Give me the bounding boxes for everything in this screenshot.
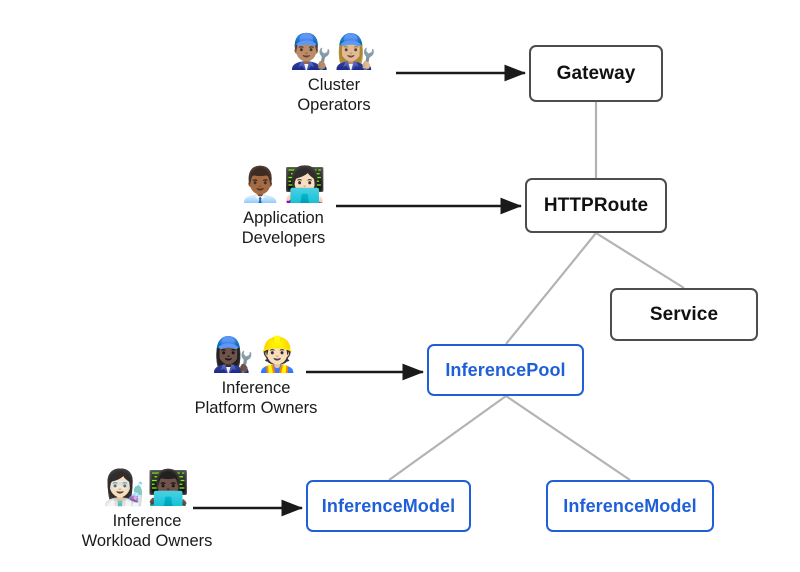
link-inferencepool-to-inferencemodel-right <box>505 395 631 481</box>
persona-inference-workload-owners-line1: Inference <box>112 512 182 530</box>
persona-inference-workload-owners: 👩🏻‍🔬👨🏿‍💻 Inference Workload Owners <box>62 468 232 551</box>
persona-cluster-operators-line2: Operators <box>297 96 371 114</box>
persona-inference-workload-owners-line2: Workload Owners <box>81 532 213 550</box>
persona-cluster-operators: 👨🏽‍🔧👩🏼‍🔧 Cluster Operators <box>282 32 386 115</box>
link-httproute-to-inferencepool <box>505 232 597 345</box>
persona-application-developers-label: Application Developers <box>242 208 325 248</box>
persona-application-developers-line1: Application <box>243 209 324 227</box>
persona-application-developers-line2: Developers <box>241 229 326 247</box>
node-inferencemodel-right-label: InferenceModel <box>563 495 697 516</box>
node-gateway-label: Gateway <box>556 62 636 84</box>
node-httproute-label: HTTPRoute <box>543 194 649 216</box>
node-inferencepool[interactable]: InferencePool <box>427 344 584 396</box>
woman-construction-worker-and-man-construction-worker-icon: 👩🏿‍🔧👷🏻 <box>211 335 301 375</box>
persona-inference-platform-owners: 👩🏿‍🔧👷🏻 Inference Platform Owners <box>176 335 336 418</box>
node-httproute[interactable]: HTTPRoute <box>525 178 667 233</box>
node-inferencemodel-left-label: InferenceModel <box>321 495 456 516</box>
node-service[interactable]: Service <box>610 288 758 341</box>
persona-inference-platform-owners-line2: Platform Owners <box>194 399 318 417</box>
node-service-label: Service <box>649 303 719 325</box>
man-office-worker-and-woman-technologist-icon: 👨🏾‍💼👩🏻‍💻 <box>239 165 328 205</box>
node-inferencemodel-right[interactable]: InferenceModel <box>546 480 714 532</box>
persona-cluster-operators-line1: Cluster <box>307 76 361 94</box>
persona-cluster-operators-label: Cluster Operators <box>297 75 370 115</box>
node-gateway[interactable]: Gateway <box>529 45 663 102</box>
man-mechanic-and-woman-mechanic-icon: 👨🏽‍🔧👩🏼‍🔧 <box>289 32 379 72</box>
persona-inference-platform-owners-label: Inference Platform Owners <box>195 378 318 418</box>
persona-inference-workload-owners-label: Inference Workload Owners <box>82 511 213 551</box>
link-httproute-to-service <box>595 232 685 289</box>
woman-scientist-and-man-technologist-icon: 👩🏻‍🔬👨🏿‍💻 <box>102 468 192 508</box>
link-inferencepool-to-inferencemodel-left <box>388 395 507 481</box>
persona-inference-platform-owners-line1: Inference <box>221 379 291 397</box>
persona-application-developers: 👨🏾‍💼👩🏻‍💻 Application Developers <box>221 165 346 248</box>
node-inferencepool-label: InferencePool <box>445 359 566 380</box>
node-inferencemodel-left[interactable]: InferenceModel <box>306 480 471 532</box>
